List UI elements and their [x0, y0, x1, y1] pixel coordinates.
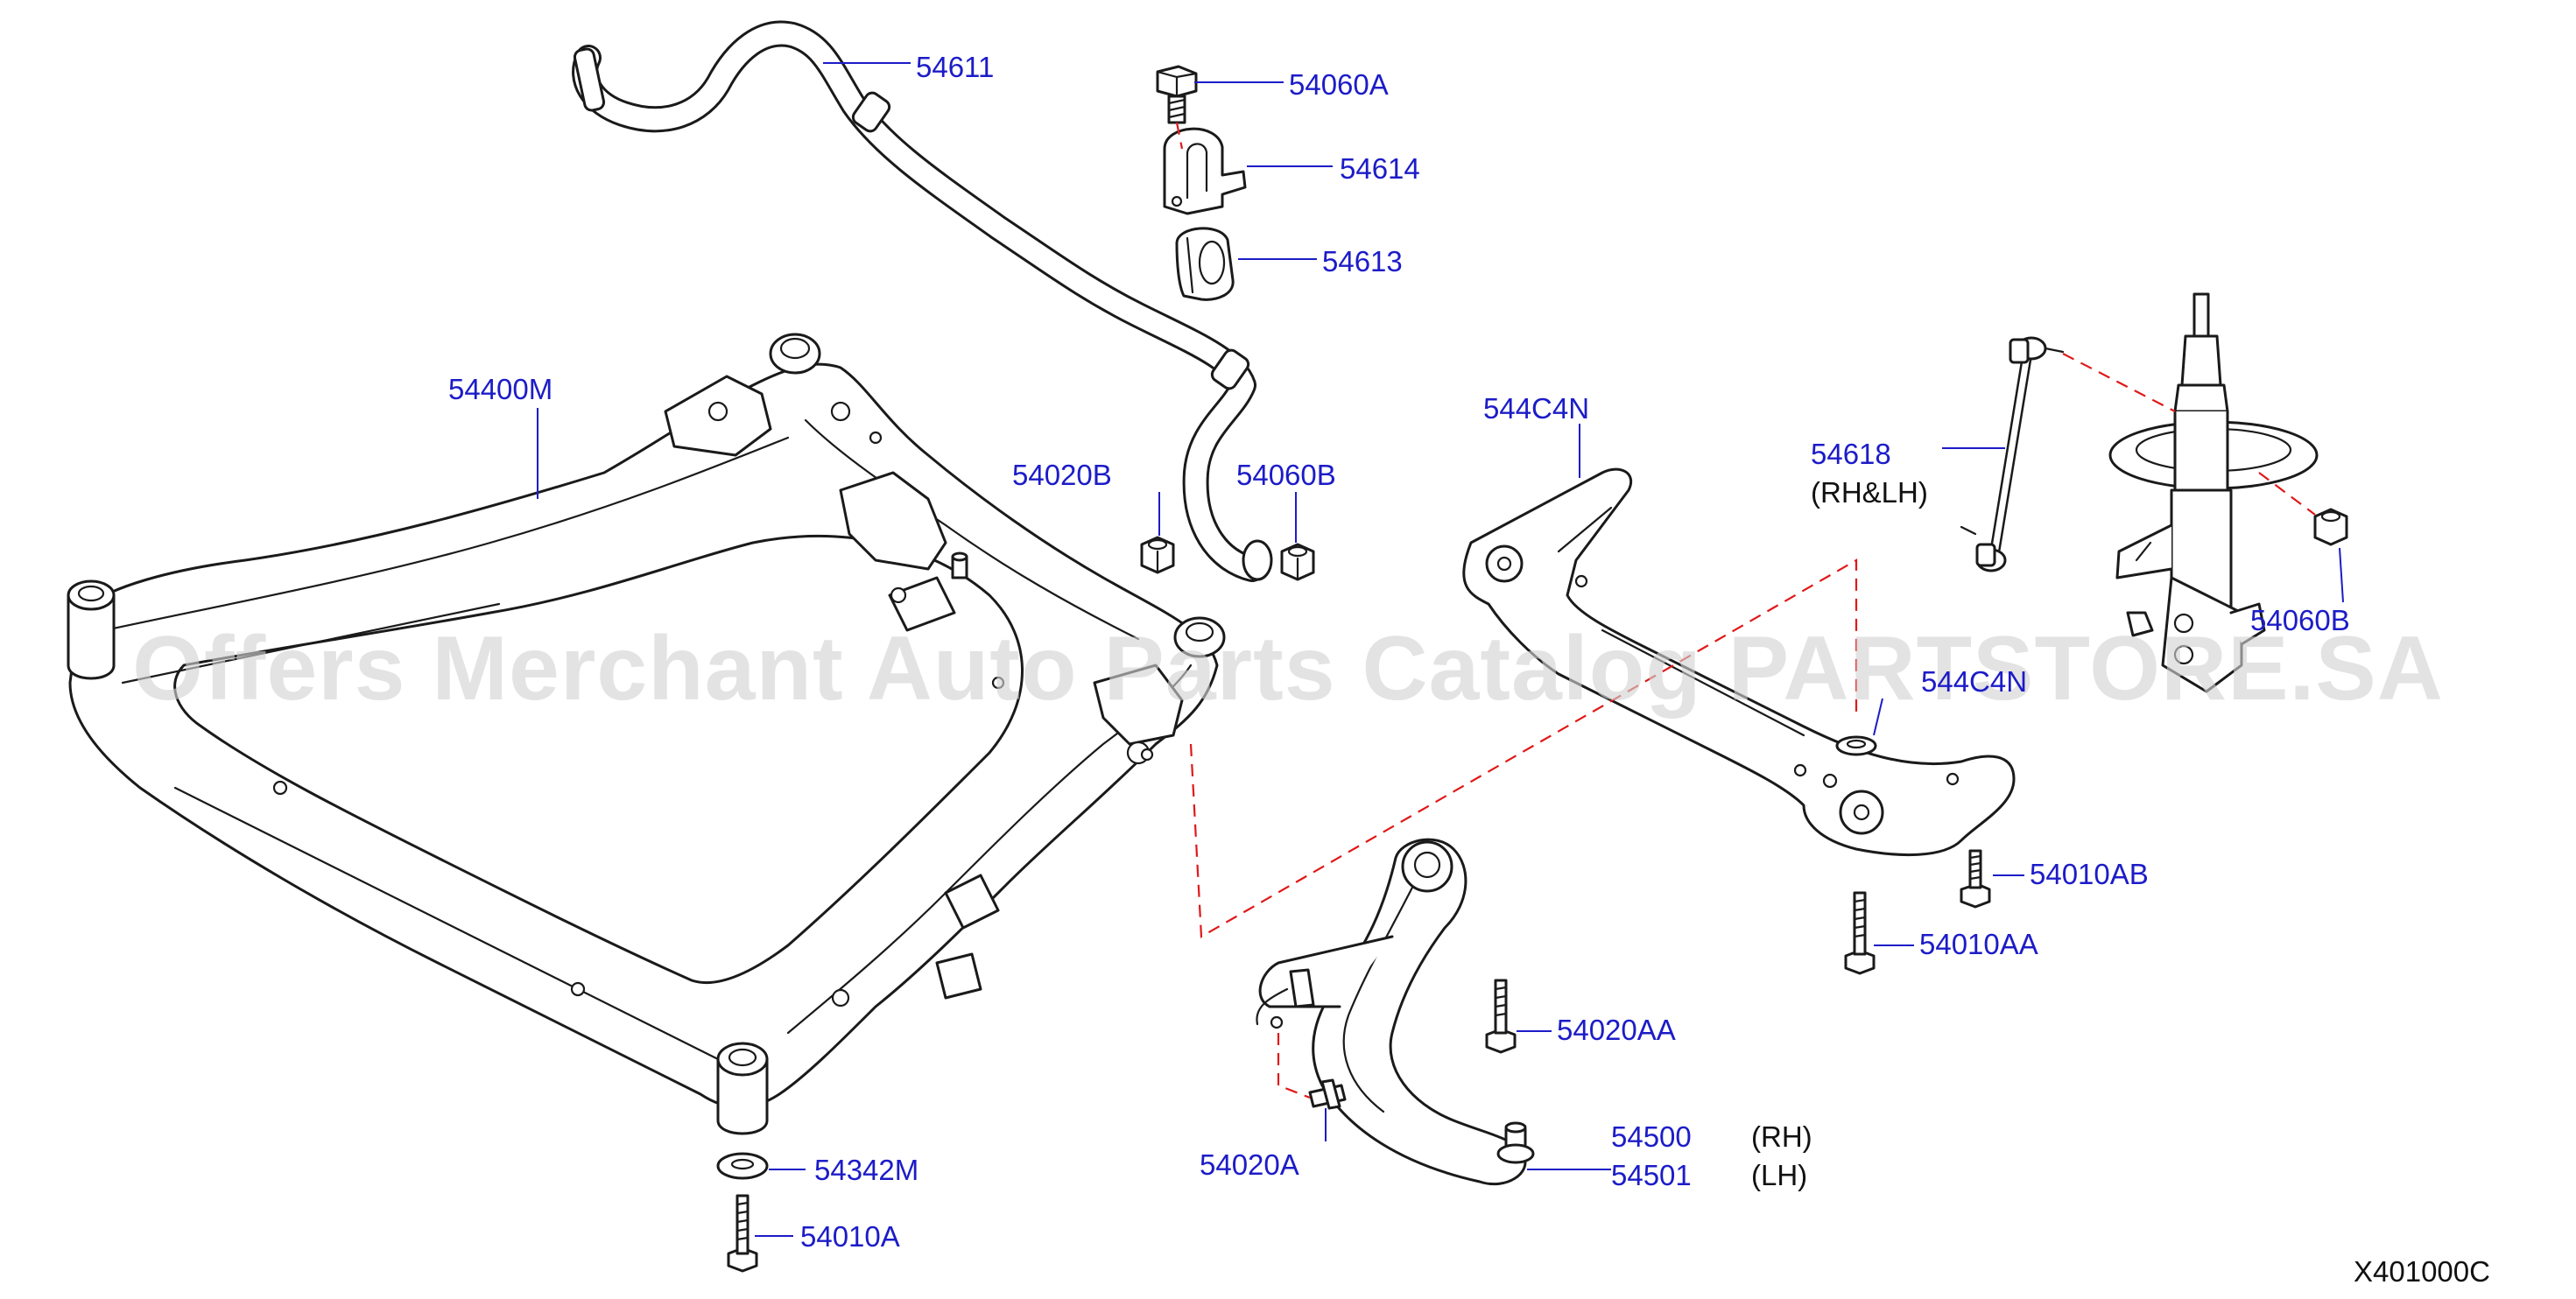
front-suspension-member[interactable]: [67, 333, 1226, 1135]
alignment-line-2: [1189, 558, 1858, 938]
callout-54020b[interactable]: 54020B: [1012, 459, 1112, 491]
callout-54501[interactable]: 54501: [1611, 1159, 1692, 1191]
strut-assembly[interactable]: [2108, 292, 2319, 693]
alignment-line-4: [2258, 472, 2316, 516]
bolt-54010ab[interactable]: [1960, 849, 1991, 909]
alignment-line-3: [2062, 353, 2176, 412]
callout-54010ab[interactable]: 54010AB: [2030, 858, 2149, 890]
callout-54618[interactable]: 54618: [1811, 438, 1891, 470]
callout-54020aa[interactable]: 54020AA: [1557, 1014, 1676, 1046]
callout-54500[interactable]: 54500: [1611, 1120, 1692, 1153]
washer-544c4n[interactable]: [1835, 735, 1877, 756]
washer-54342m[interactable]: [716, 1152, 769, 1180]
nut-54060b-right[interactable]: [2313, 508, 2348, 546]
lower-control-arm[interactable]: [1256, 838, 1535, 1186]
stabilizer-bar[interactable]: [572, 20, 1273, 582]
nut-54020b[interactable]: [1140, 536, 1175, 574]
transverse-link-544c4n[interactable]: [1462, 467, 2016, 857]
bushing-54613[interactable]: [1175, 227, 1235, 301]
callout-54614[interactable]: 54614: [1340, 152, 1420, 185]
callout-54010a[interactable]: 54010A: [800, 1220, 900, 1253]
bolt-54020a[interactable]: [1308, 1078, 1347, 1110]
callout-54060a[interactable]: 54060A: [1289, 68, 1389, 101]
callout-54400m[interactable]: 54400M: [448, 373, 553, 405]
callout-544c4n-b[interactable]: 544C4N: [1921, 665, 2028, 698]
bolt-54010aa[interactable]: [1844, 891, 1876, 975]
watermark: Offers Merchant Auto Parts Catalog PARTS…: [132, 618, 2444, 720]
diagram-code: X401000C: [2354, 1255, 2490, 1288]
callout-54060b-left[interactable]: 54060B: [1236, 459, 1336, 491]
bolt-54020aa[interactable]: [1485, 979, 1517, 1054]
leader-54060b-right: [2339, 547, 2344, 603]
callout-54010aa[interactable]: 54010AA: [1919, 928, 2038, 960]
bolt-54060a[interactable]: [1156, 65, 1198, 124]
alignment-line-1: [1175, 122, 1184, 150]
alignment-line-5: [1277, 1033, 1311, 1099]
callout-54342m[interactable]: 54342M: [814, 1154, 919, 1186]
leader-544c4n-b: [1873, 698, 1883, 736]
stabilizer-link[interactable]: [1960, 336, 2065, 572]
bolt-54010a[interactable]: [727, 1194, 758, 1273]
callout-54613[interactable]: 54613: [1322, 245, 1403, 277]
callout-544c4n[interactable]: 544C4N: [1483, 392, 1590, 425]
callout-54060b-right[interactable]: 54060B: [2250, 604, 2350, 636]
callout-54611[interactable]: 54611: [916, 51, 995, 83]
nut-54060b-left[interactable]: [1280, 543, 1315, 581]
callout-54020a[interactable]: 54020A: [1200, 1148, 1299, 1181]
callout-54500-note: (RH): [1751, 1120, 1812, 1153]
bracket-54614[interactable]: [1163, 127, 1247, 215]
callout-54618-note: (RH&LH): [1811, 476, 1928, 509]
callout-54501-note: (LH): [1751, 1159, 1808, 1191]
